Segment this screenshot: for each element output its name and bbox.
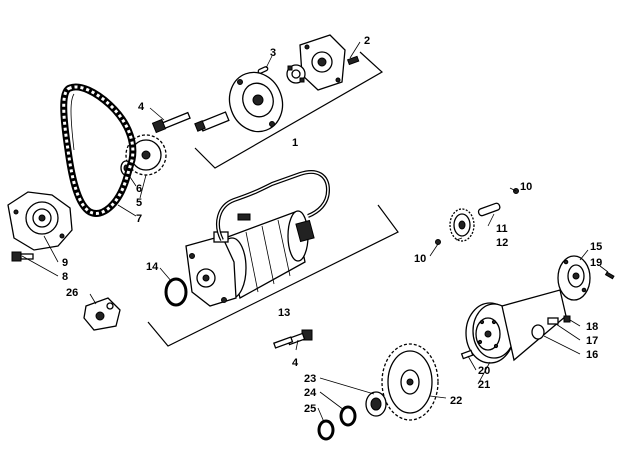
callout-9: 9 (62, 257, 68, 269)
starter-cap (83, 297, 121, 331)
bolt-lower (273, 329, 313, 349)
leader-lines (21, 41, 609, 423)
snap-ring-lower (435, 239, 441, 245)
starter-driven-gear (381, 343, 439, 421)
starter-motor (185, 210, 315, 307)
clutch-hub (557, 255, 591, 301)
callout-21: 21 (478, 379, 490, 391)
needle-bearing (365, 391, 387, 417)
idler-shaft (477, 202, 501, 217)
callout-15: 15 (590, 241, 602, 253)
callout-12: 12 (496, 237, 508, 249)
callout-labels: 1 2 3 4 5 6 7 8 9 10 10 11 12 13 14 15 1… (62, 35, 602, 415)
callout-22: 22 (450, 395, 462, 407)
callout-26: 26 (66, 287, 78, 299)
chain-guide-plate (7, 191, 73, 251)
callout-16: 16 (586, 349, 598, 361)
callout-20: 20 (478, 365, 490, 377)
callout-5: 5 (136, 197, 142, 209)
callout-25: 25 (304, 403, 316, 415)
callout-3: 3 (270, 47, 276, 59)
callout-18: 18 (586, 321, 598, 333)
rotor-bolt (460, 349, 474, 360)
pump-shaft (194, 111, 230, 132)
thrust-washer (339, 405, 357, 427)
callout-17: 17 (586, 335, 598, 347)
callout-10-lower: 10 (414, 253, 426, 265)
callout-13: 13 (278, 307, 290, 319)
clutch-spring (547, 317, 559, 325)
o-ring (164, 277, 188, 307)
idler-gear (449, 208, 475, 242)
starter-wire (216, 170, 331, 241)
callout-6: 6 (136, 183, 142, 195)
callout-1: 1 (292, 137, 298, 149)
bolt-upper (151, 111, 191, 134)
callout-19: 19 (590, 257, 602, 269)
pump-cover (299, 34, 360, 91)
clutch-plunger (563, 315, 571, 323)
callout-14: 14 (146, 261, 159, 273)
pump-rotor (286, 64, 306, 84)
callout-8: 8 (62, 271, 68, 283)
pin (257, 66, 269, 74)
clutch-roller (531, 324, 545, 340)
callout-24: 24 (304, 387, 317, 399)
pump-body (228, 71, 284, 133)
woodruff-key (604, 271, 615, 280)
callout-11: 11 (496, 223, 508, 235)
flywheel-rotor (465, 289, 567, 364)
callout-7: 7 (136, 213, 142, 225)
drive-chain (60, 83, 137, 217)
callout-4-upper: 4 (138, 101, 145, 113)
callout-2: 2 (364, 35, 370, 47)
group-bracket-1 (194, 51, 384, 169)
callout-10-upper: 10 (520, 181, 532, 193)
callout-4-lower: 4 (292, 357, 299, 369)
lock-washer (317, 419, 335, 441)
group-bracket-13 (147, 204, 399, 347)
callout-23: 23 (304, 373, 316, 385)
